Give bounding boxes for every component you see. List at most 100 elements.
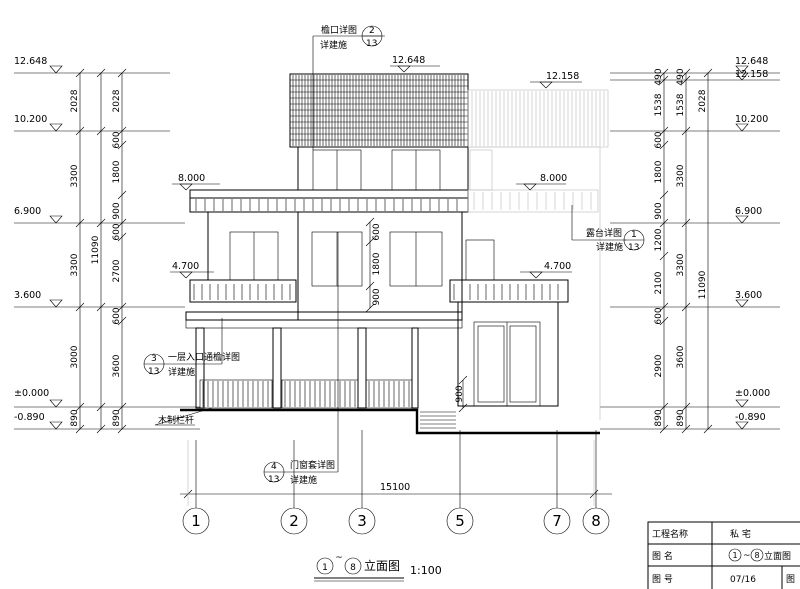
dim-text: 900: [455, 385, 465, 402]
second-floor: [207, 212, 495, 320]
dim-text: 2700: [112, 259, 122, 282]
right-level-markers: 12.648 12.158 10.200 6.900 3.600 ±0.000 …: [600, 56, 780, 430]
dim-text: 1800: [654, 160, 664, 183]
level-label: 4.700: [172, 261, 199, 272]
dim-text: 1800: [372, 252, 382, 275]
callout-terrace: 露台详图 详建施 1 13: [571, 205, 645, 253]
level-label: ±0.000: [14, 388, 49, 399]
dim-text: 600: [112, 223, 122, 240]
dim-text: 890: [676, 409, 686, 426]
callout-sheet: 13: [268, 475, 279, 485]
level-label: 4.700: [544, 261, 571, 272]
level-label: 12.158: [735, 69, 768, 80]
dim-text: 2900: [654, 354, 664, 377]
level-label: 12.648: [14, 56, 47, 67]
dim-text: 600: [112, 307, 122, 324]
tb-project-label: 工程名称: [652, 528, 688, 540]
dim-text: 1538: [654, 93, 664, 116]
title-axis-from: 1: [322, 563, 328, 573]
dim-text: 2100: [654, 271, 664, 294]
dim-text: 600: [112, 131, 122, 148]
axis-label: 1: [191, 512, 201, 530]
tb-drawing-tilde: ~: [743, 551, 751, 561]
callout-title: 门窗套详图: [290, 459, 335, 471]
dim-text: 1200: [654, 228, 664, 251]
level-label: 12.648: [392, 55, 425, 66]
left-dimension-chains: 2028 3300 3300 3000 890 11090 2028 600 1…: [70, 68, 127, 434]
third-floor: [297, 146, 601, 420]
dim-text: 900: [112, 202, 122, 219]
dim-text: 600: [654, 131, 664, 148]
ground-line: [180, 408, 600, 435]
dim-total: 11090: [91, 235, 101, 264]
level-label: 8.000: [178, 173, 205, 184]
drawing-title: 1 ~ 8 立面图 1:100: [314, 553, 442, 582]
callout-title: 露台详图: [586, 227, 622, 239]
dim-text: 3300: [70, 164, 80, 187]
callout-window: 4 13 门窗套详图 详建施: [263, 232, 339, 486]
level-label: -0.890: [735, 412, 766, 423]
title-tilde: ~: [335, 553, 343, 563]
level-label: 3.600: [735, 290, 762, 301]
level-label: 6.900: [735, 206, 762, 217]
title-block: 工程名称 私 宅 图 名 1 ~ 8 立面图 图 号 07/16 图: [647, 521, 800, 589]
axis-label: 8: [591, 512, 601, 530]
callout-number: 3: [151, 354, 157, 364]
level-label: 12.648: [735, 56, 768, 67]
tb-drawing-label: 图 名: [652, 550, 673, 562]
dim-text: 600: [372, 223, 382, 240]
callout-number: 4: [271, 462, 277, 472]
dim-text: 2028: [698, 89, 708, 112]
upper-balcony: [189, 189, 599, 213]
callout-sheet: 13: [366, 39, 377, 49]
callout-title: 檐口详图: [321, 24, 357, 36]
callout-title: 一层入口通檐详图: [168, 351, 240, 363]
callout-sub: 详建施: [290, 474, 317, 486]
level-label: ±0.000: [735, 388, 770, 399]
ground-floor: [195, 301, 559, 409]
dim-text: 3600: [676, 345, 686, 368]
axis-label: 3: [357, 512, 367, 530]
right-dimension-chains: 490 1538 600 1800 900 1200 2100 600 2900…: [654, 68, 713, 434]
callout-number: 2: [369, 26, 375, 36]
level-label: 8.000: [540, 173, 567, 184]
dim-text: 490: [676, 68, 686, 85]
tb-project-value: 私 宅: [730, 528, 751, 540]
callout-sub: 详建施: [320, 39, 347, 51]
dim-text: 900: [372, 288, 382, 305]
building-elevation: [180, 73, 609, 435]
dim-text: 1538: [676, 93, 686, 116]
dim-text: 890: [112, 409, 122, 426]
callout-sheet: 13: [148, 367, 159, 377]
tb-drawing-to: 8: [754, 551, 759, 560]
dim-text: 3300: [70, 253, 80, 276]
dim-text: 600: [654, 307, 664, 324]
level-label: 10.200: [14, 114, 47, 125]
total-width-dimension: 15100: [180, 440, 612, 506]
tb-drawing-from: 1: [732, 551, 737, 560]
dim-text: 3300: [676, 164, 686, 187]
main-roof: [289, 73, 469, 148]
tb-number-value: 07/16: [730, 575, 756, 585]
dim-text: 2028: [70, 89, 80, 112]
level-label: -0.890: [14, 412, 45, 423]
building-level-marks: 12.648 12.158 8.000 8.000 4.700 4.700: [170, 55, 582, 279]
dim-text: 490: [654, 68, 664, 85]
dim-text: 3300: [676, 253, 686, 276]
tb-drawing-name: 立面图: [764, 550, 791, 562]
railing-note: 木制栏杆: [154, 407, 213, 426]
window-dimensions: 600 1800 900 900: [365, 217, 468, 413]
right-roof: [467, 89, 609, 148]
axis-label: 5: [455, 512, 465, 530]
tb-extra: 图: [786, 574, 795, 585]
callout-number: 1: [631, 230, 637, 240]
dim-text: 3000: [70, 345, 80, 368]
level-label: 3.600: [14, 290, 41, 301]
level-label: 10.200: [735, 114, 768, 125]
axis-label: 2: [289, 512, 299, 530]
dim-text: 2028: [112, 89, 122, 112]
title-axis-to: 8: [350, 563, 356, 573]
callout-sub: 详建施: [596, 241, 623, 253]
level-label: 12.158: [546, 71, 579, 82]
